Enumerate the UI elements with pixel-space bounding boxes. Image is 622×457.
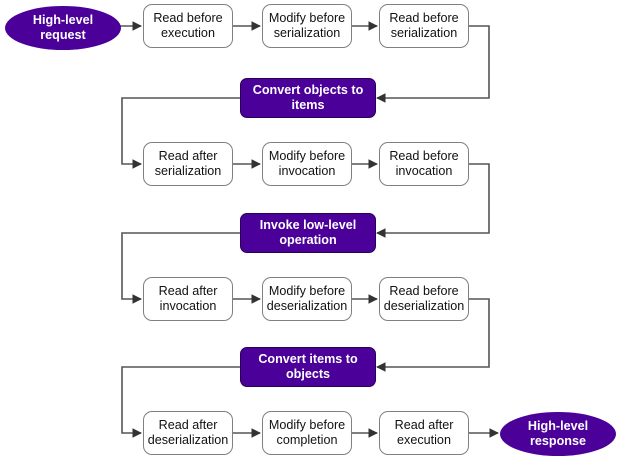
- step-label: Read after serialization: [154, 149, 222, 178]
- step-label: Modify before completion: [268, 418, 346, 447]
- phase-label: Convert items to objects: [258, 352, 358, 381]
- step-label: Modify before serialization: [268, 11, 346, 40]
- step-label: Read after invocation: [158, 284, 218, 313]
- step-read-before-invocation[interactable]: Read before invocation: [379, 142, 469, 186]
- phase-convert-objects-to-items[interactable]: Convert objects to items: [240, 78, 376, 118]
- step-label: Modify before deserialization: [266, 284, 348, 313]
- terminal-end-label: High-level response: [527, 419, 589, 448]
- step-modify-before-serialization[interactable]: Modify before serialization: [262, 4, 352, 48]
- terminal-high-level-response[interactable]: High-level response: [500, 412, 616, 456]
- step-label: Modify before invocation: [268, 149, 346, 178]
- step-label: Read before execution: [153, 11, 223, 40]
- step-read-before-deserialization[interactable]: Read before deserialization: [379, 277, 469, 321]
- terminal-high-level-request[interactable]: High-level request: [5, 6, 121, 50]
- step-read-after-deserialization[interactable]: Read after deserialization: [143, 411, 233, 455]
- step-modify-before-completion[interactable]: Modify before completion: [262, 411, 352, 455]
- terminal-start-label: High-level request: [32, 13, 94, 42]
- step-read-before-execution[interactable]: Read before execution: [143, 4, 233, 48]
- phase-label: Convert objects to items: [252, 83, 364, 112]
- phase-label: Invoke low-level operation: [259, 218, 357, 247]
- step-modify-before-invocation[interactable]: Modify before invocation: [262, 142, 352, 186]
- step-read-after-invocation[interactable]: Read after invocation: [143, 277, 233, 321]
- step-label: Read before serialization: [389, 11, 459, 40]
- phase-invoke-low-level-operation[interactable]: Invoke low-level operation: [240, 213, 376, 253]
- step-read-after-serialization[interactable]: Read after serialization: [143, 142, 233, 186]
- step-label: Read after execution: [394, 418, 454, 447]
- step-label: Read after deserialization: [147, 418, 229, 447]
- step-modify-before-deserialization[interactable]: Modify before deserialization: [262, 277, 352, 321]
- step-read-before-serialization[interactable]: Read before serialization: [379, 4, 469, 48]
- step-label: Read before deserialization: [383, 284, 465, 313]
- step-label: Read before invocation: [389, 149, 459, 178]
- phase-convert-items-to-objects[interactable]: Convert items to objects: [240, 347, 376, 387]
- step-read-after-execution[interactable]: Read after execution: [379, 411, 469, 455]
